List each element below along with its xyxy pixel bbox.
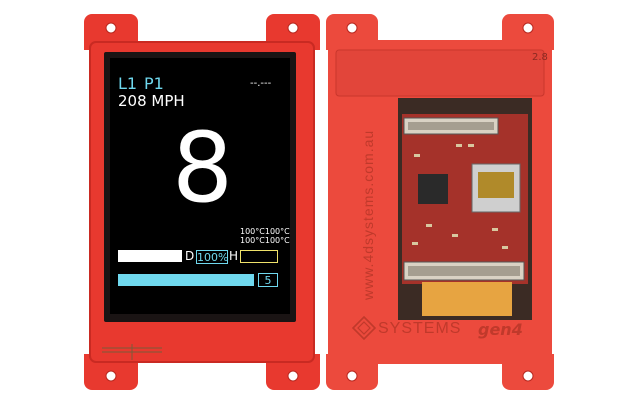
- brand-label: SYSTEMS: [378, 320, 462, 337]
- progress-bar: [118, 274, 254, 286]
- temp-line-2: 100°C100°C: [240, 236, 290, 245]
- 4d-logo-icon: [352, 316, 376, 340]
- gear-indicator: 8: [172, 112, 234, 224]
- website-url-label: www.4dsystems.com.au: [360, 129, 376, 300]
- bottom-value-box: 5: [258, 273, 278, 287]
- model-version-label: 2.8: [532, 52, 548, 63]
- percent-box: 100%: [196, 250, 229, 264]
- back-module: [322, 14, 558, 390]
- speed-readout: 208 MPH: [118, 92, 185, 110]
- back-module-frame: [326, 14, 554, 390]
- h-label: H: [229, 249, 239, 263]
- drs-bar: [118, 250, 182, 262]
- lap-label: L1: [118, 74, 138, 93]
- position-label: P1: [144, 74, 164, 93]
- h-empty-box: [240, 250, 278, 263]
- temp-line-1: 100°C100°C: [240, 227, 290, 236]
- model-name-label: gen4: [478, 320, 523, 339]
- lcd-screen[interactable]: [110, 58, 290, 314]
- lap-timer: --.---: [250, 78, 272, 89]
- d-label: D: [185, 249, 195, 263]
